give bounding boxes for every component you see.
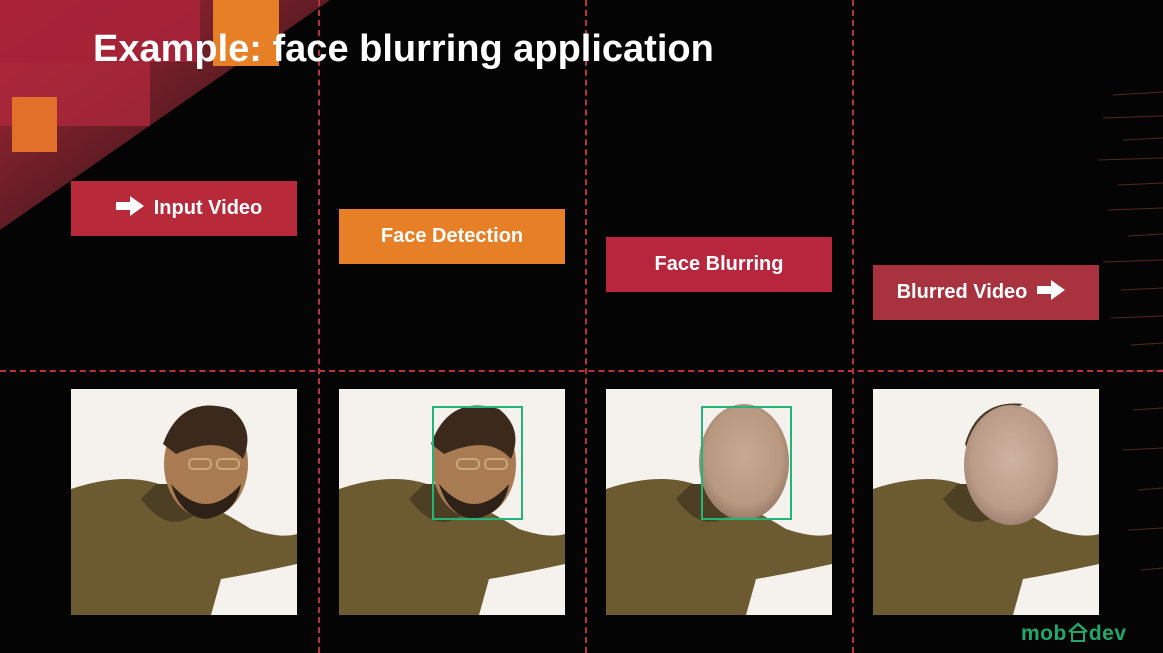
step-label: Input Video (153, 197, 263, 219)
blurring-frame-image (606, 389, 832, 615)
step-face-blurring: Face Blurring (606, 237, 832, 292)
divider-1 (318, 0, 320, 653)
step-label: Blurred Video (896, 281, 1028, 303)
edge-texture (1097, 91, 1163, 571)
detected-frame-image (339, 389, 565, 615)
step-input-video: Input Video (71, 181, 297, 236)
house-icon (1067, 622, 1089, 648)
arrow-right-icon (115, 195, 144, 222)
step-face-detection: Face Detection (339, 209, 565, 264)
output-frame-image (873, 389, 1099, 615)
arrow-right-icon (1037, 279, 1066, 306)
input-frame-image (71, 389, 297, 615)
divider-3 (852, 0, 854, 653)
corner-decoration (0, 0, 330, 230)
slide-title: Example: face blurring application (93, 28, 714, 70)
step-label: Face Detection (380, 225, 524, 247)
logo-text-right: dev (1088, 622, 1127, 645)
logo-text-left: mob (1021, 622, 1067, 645)
face-detection-box (701, 406, 792, 520)
face-detection-box (432, 406, 523, 520)
divider-2 (585, 0, 587, 653)
divider-horizontal (0, 370, 1163, 372)
step-blurred-video: Blurred Video (873, 265, 1099, 320)
step-label: Face Blurring (654, 253, 784, 275)
